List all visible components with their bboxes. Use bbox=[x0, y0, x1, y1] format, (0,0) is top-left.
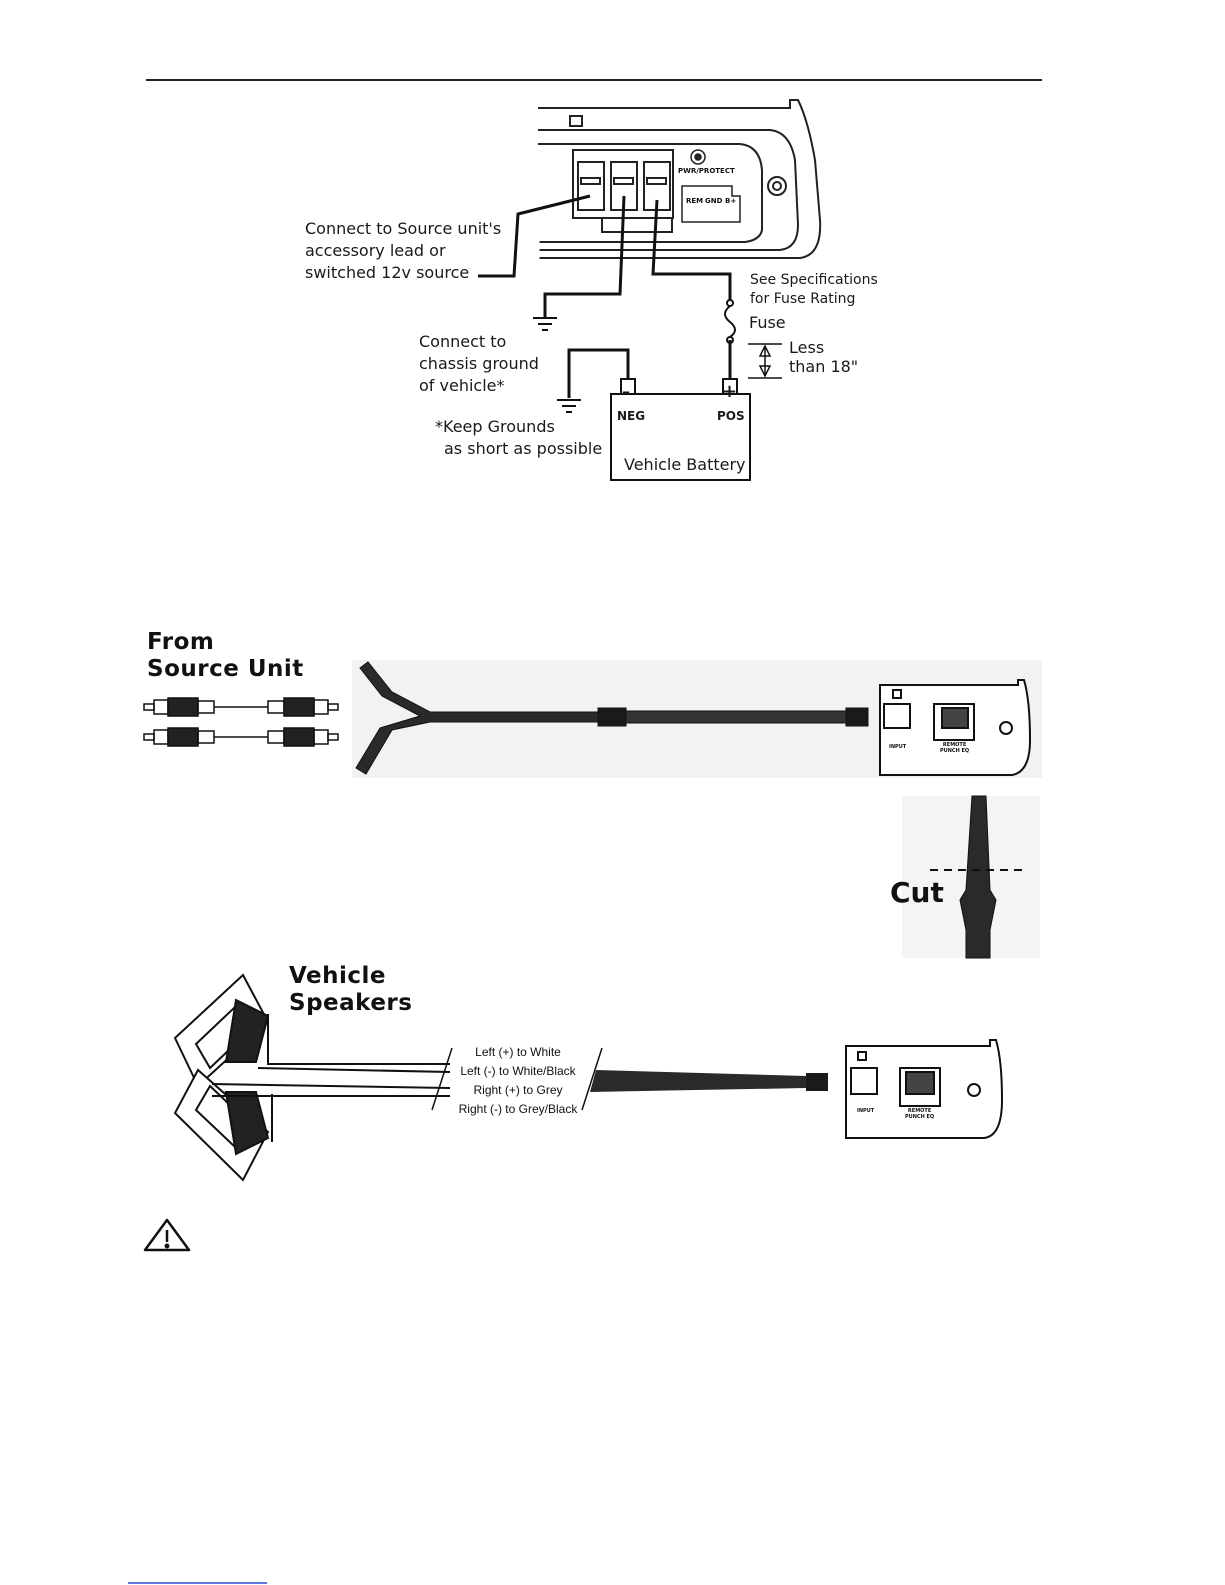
chassis-ground-label: Connect to chassis ground of vehicle* bbox=[419, 331, 539, 397]
wire-color-legend: Left (+) to White Left (-) to White/Blac… bbox=[452, 1043, 584, 1119]
neg-symbol: – bbox=[622, 382, 630, 401]
source-unit-label: Connect to Source unit's accessory lead … bbox=[305, 218, 501, 284]
source-unit-label-line-1: Connect to Source unit's bbox=[305, 219, 502, 238]
speaker-lower bbox=[173, 1068, 270, 1182]
vehicle-battery-label: Vehicle Battery bbox=[624, 455, 746, 474]
input-harness bbox=[355, 661, 869, 775]
power-wires bbox=[478, 194, 732, 398]
output-remote-port-label-line-2: PUNCH EQ bbox=[905, 1114, 935, 1120]
remote-port-label: REMOTE PUNCH EQ bbox=[940, 742, 969, 754]
vehicle-speakers-heading-line-1: Vehicle bbox=[289, 963, 387, 989]
source-unit-label-line-3: switched 12v source bbox=[305, 263, 470, 282]
source-unit-heading-line-2: Source Unit bbox=[147, 656, 304, 682]
speaker-harness bbox=[590, 1070, 828, 1092]
spec-label-line-1: See Specifications bbox=[750, 272, 878, 288]
source-unit-heading-line-1: From bbox=[147, 629, 215, 655]
chassis-ground-label-line-1: Connect to bbox=[419, 332, 507, 351]
amplifier-input-panel bbox=[879, 679, 1032, 776]
warning-triangle-icon bbox=[143, 1218, 191, 1252]
keep-grounds-line-2: as short as possible bbox=[444, 439, 603, 458]
input-port-label: INPUT bbox=[889, 744, 907, 750]
wire-label-left-pos: Left (+) to White bbox=[475, 1045, 561, 1059]
vehicle-speakers-heading-line-2: Speakers bbox=[289, 990, 413, 1016]
wire-label-left-neg: Left (-) to White/Black bbox=[460, 1064, 576, 1078]
ground-symbol-lower bbox=[557, 399, 581, 413]
pwr-protect-label: PWR/PROTECT bbox=[678, 167, 735, 175]
break-mark-right bbox=[581, 1047, 603, 1111]
speaker-wires bbox=[211, 1014, 451, 1142]
source-unit-heading: From Source Unit bbox=[147, 629, 304, 683]
fuse-symbol bbox=[724, 299, 736, 344]
cut-cable bbox=[959, 795, 997, 959]
b-plus-label: B+ bbox=[725, 197, 737, 205]
rem-gnd-b-plus-terminal bbox=[681, 185, 741, 223]
amplifier-output-panel bbox=[845, 1039, 1004, 1139]
output-remote-port-label-line-1: REMOTE bbox=[907, 1108, 932, 1114]
output-remote-port-label: REMOTE PUNCH EQ bbox=[905, 1108, 934, 1120]
pos-symbol: + bbox=[722, 381, 738, 402]
vehicle-speakers-heading: Vehicle Speakers bbox=[289, 963, 412, 1017]
fuse-label: Fuse bbox=[749, 313, 786, 332]
cut-label: Cut bbox=[890, 876, 944, 909]
rem-label: REM bbox=[686, 197, 704, 205]
distance-label-line-2: than 18" bbox=[789, 357, 859, 376]
distance-marker bbox=[748, 343, 782, 379]
spec-label-line-2: for Fuse Rating bbox=[750, 291, 856, 307]
pwr-protect-led bbox=[690, 149, 706, 165]
amplifier-corner-top bbox=[536, 99, 822, 260]
keep-grounds-line-1: *Keep Grounds bbox=[435, 417, 555, 436]
break-mark-left bbox=[431, 1047, 453, 1111]
ground-symbol-upper bbox=[533, 317, 557, 331]
output-input-port-label: INPUT bbox=[857, 1108, 875, 1114]
distance-label: Less than 18" bbox=[789, 338, 858, 376]
wire-label-right-neg: Right (-) to Grey/Black bbox=[458, 1102, 578, 1116]
pos-label: POS bbox=[717, 409, 745, 423]
chassis-ground-label-line-3: of vehicle* bbox=[419, 376, 505, 395]
spec-label: See Specifications for Fuse Rating bbox=[750, 271, 878, 309]
source-unit-label-line-2: accessory lead or bbox=[305, 241, 446, 260]
chassis-ground-label-line-2: chassis ground bbox=[419, 354, 539, 373]
remote-port-label-line-2: PUNCH EQ bbox=[940, 748, 970, 754]
remote-port-label-line-1: REMOTE bbox=[942, 742, 967, 748]
wire-label-right-pos: Right (+) to Grey bbox=[473, 1083, 563, 1097]
keep-grounds-note: *Keep Grounds as short as possible bbox=[435, 416, 602, 460]
neg-label: NEG bbox=[617, 409, 646, 423]
gnd-label: GND bbox=[705, 197, 723, 205]
distance-label-line-1: Less bbox=[789, 338, 825, 357]
battery-box bbox=[610, 378, 751, 481]
speaker-upper bbox=[173, 973, 270, 1088]
rca-cable-pair bbox=[143, 697, 339, 747]
